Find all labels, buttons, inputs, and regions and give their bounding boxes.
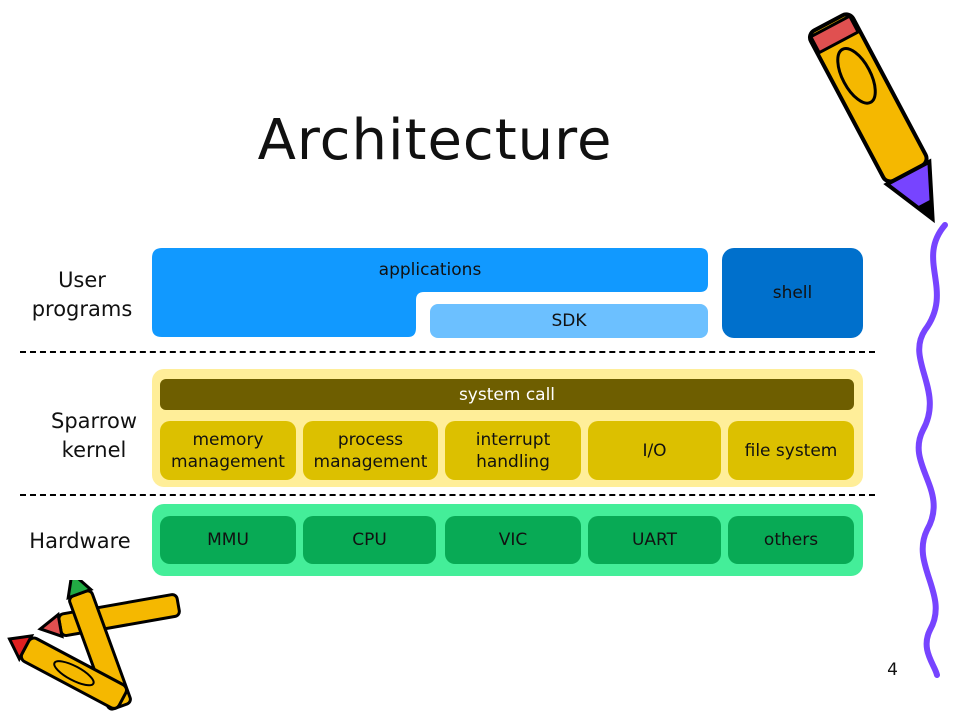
hardware-module-vic: VIC xyxy=(445,516,581,564)
system-call-block: system call xyxy=(160,379,854,410)
module-label-line: I/O xyxy=(642,440,667,461)
sdk-block: SDK xyxy=(430,304,708,338)
layer-separator xyxy=(20,351,875,353)
hardware-module-uart: UART xyxy=(588,516,721,564)
layer-separator xyxy=(20,494,875,496)
row-label-line: programs xyxy=(31,297,133,321)
row-label-user-programs: User programs xyxy=(22,266,142,324)
row-label-line: User xyxy=(58,268,106,292)
module-label-line: file system xyxy=(744,440,838,461)
row-label-sparrow-kernel: Sparrow kernel xyxy=(34,407,154,465)
applications-block xyxy=(152,248,708,337)
module-label-line: process xyxy=(337,429,404,450)
hardware-module-others: others xyxy=(728,516,854,564)
kernel-module-interrupt-handling: interrupt handling xyxy=(445,421,581,480)
hardware-module-cpu: CPU xyxy=(303,516,436,564)
module-label-line: handling xyxy=(476,451,550,472)
slide-title: Architecture xyxy=(257,108,613,173)
page-number: 4 xyxy=(887,660,898,680)
squiggle-line-decoration xyxy=(915,222,948,678)
kernel-module-process-management: process management xyxy=(303,421,438,480)
kernel-module-file-system: file system xyxy=(728,421,854,480)
module-label-line: management xyxy=(313,451,428,472)
row-label-hardware: Hardware xyxy=(29,529,131,553)
module-label-line: management xyxy=(171,451,285,472)
module-label-line: interrupt xyxy=(475,429,551,450)
kernel-module-memory-management: memory management xyxy=(160,421,296,480)
pencils-clipart-bottom-left xyxy=(7,580,181,711)
shell-block: shell xyxy=(722,248,863,338)
module-label-line: memory xyxy=(192,429,264,450)
kernel-module-io: I/O xyxy=(588,421,721,480)
row-label-line: Sparrow xyxy=(51,409,137,433)
hardware-module-mmu: MMU xyxy=(160,516,296,564)
applications-label: applications xyxy=(378,260,482,280)
row-label-line: kernel xyxy=(61,438,127,462)
